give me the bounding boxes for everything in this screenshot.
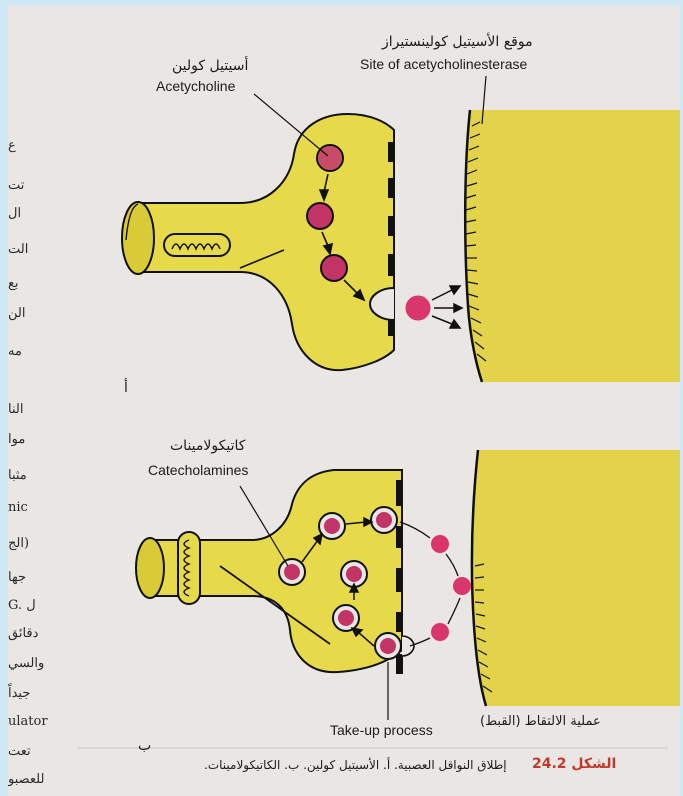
label-take-up-arabic: عملية الالتقاط (القبط) bbox=[480, 714, 601, 729]
label-acetylcholine-arabic: أسيتيل كولين bbox=[172, 58, 248, 74]
top-presynaptic-terminal bbox=[122, 114, 394, 370]
cleft-catecholamines bbox=[431, 535, 471, 641]
panel-letter-b: ب bbox=[138, 738, 151, 754]
label-take-up-process: Take-up process bbox=[330, 722, 433, 738]
label-catecholamines: Catecholamines bbox=[148, 462, 248, 478]
release-arrows bbox=[432, 286, 462, 328]
label-site-arabic: موقع الأسيتيل كولينستيراز bbox=[382, 34, 533, 50]
reuptake-pore bbox=[402, 636, 414, 656]
released-acetylcholine bbox=[405, 295, 431, 321]
label-catecholamines-arabic: كاتيكولامينات bbox=[170, 438, 245, 454]
label-acetylcholine: Acetycholine bbox=[156, 78, 235, 94]
top-postsynaptic-membrane bbox=[465, 110, 680, 382]
figure-caption-text: إطلاق النواقل العصبية. أ. الأسيتيل كولين… bbox=[204, 758, 507, 772]
synapse-diagram bbox=[8, 6, 680, 796]
panel-letter-a: أ bbox=[124, 380, 128, 396]
bottom-postsynaptic-membrane bbox=[472, 450, 680, 706]
textbook-page: ع تت ال الت بع الن مه النا موا مثبا nic … bbox=[8, 6, 680, 796]
label-site-of-acetylcholinesterase: Site of acetycholinesterase bbox=[360, 56, 527, 72]
cycle-arrows bbox=[400, 522, 460, 646]
figure-number: الشكل 24.2 bbox=[532, 756, 616, 772]
